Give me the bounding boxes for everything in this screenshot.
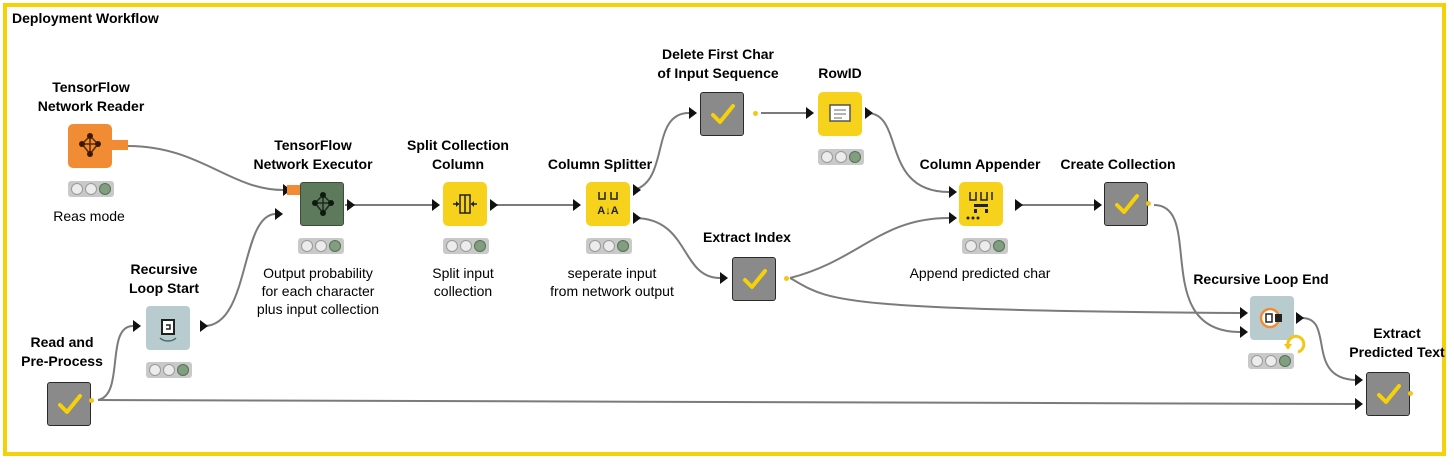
node-loop-end[interactable]	[1250, 296, 1294, 340]
node-desc-column-splitter: seperate input from network output	[550, 265, 674, 299]
node-title-column-splitter: Column Splitter	[547, 156, 653, 172]
node-desc-split-collection: Split input collection	[432, 265, 494, 299]
node-create-collection[interactable]	[1104, 182, 1148, 226]
column-splitter-icon: A↓A	[597, 192, 619, 217]
connection-splitter-extract[interactable]	[633, 217, 721, 279]
connection-extract-loopend[interactable]	[789, 277, 1241, 314]
model-port[interactable]	[112, 140, 128, 150]
node-title-loop-end: Recursive Loop End	[1193, 271, 1329, 287]
node-title-delete-first-char: Delete First Char of Input Sequence	[657, 46, 779, 81]
node-split-collection[interactable]	[443, 182, 487, 226]
port-indicator	[1146, 201, 1151, 206]
node-desc-tf-reader: Reas mode	[53, 208, 125, 224]
connection-read-loopstart[interactable]	[97, 325, 134, 401]
node-status-column-appender	[962, 238, 1008, 254]
checkmark-icon	[1115, 194, 1139, 214]
node-rowid[interactable]	[818, 92, 862, 136]
connection-create-loopend[interactable]	[1153, 204, 1241, 333]
port-indicator	[753, 111, 758, 116]
workflow-title: Deployment Workflow	[12, 10, 159, 26]
port-indicator	[89, 398, 94, 403]
node-title-rowid: RowID	[818, 65, 862, 81]
loop-end-icon	[1259, 307, 1282, 329]
connection-read-extracttext[interactable]	[97, 399, 1356, 405]
svg-text:A↓A: A↓A	[597, 205, 618, 217]
connection-reader-executor[interactable]	[127, 145, 284, 191]
node-desc-tf-executor: Output probability for each character pl…	[256, 265, 380, 317]
node-status-split-collection	[443, 238, 489, 254]
node-delete-first-char[interactable]	[700, 92, 744, 136]
connection-extract-appender[interactable]	[789, 217, 950, 279]
node-read-preprocess[interactable]	[47, 382, 91, 426]
checkmark-icon	[743, 269, 767, 289]
port-indicator	[1408, 391, 1413, 396]
port-indicator	[784, 276, 789, 281]
node-status-loop-start	[146, 362, 192, 378]
node-status-loop-end	[1248, 353, 1294, 369]
node-extract-text[interactable]	[1366, 372, 1410, 416]
node-tf-reader[interactable]	[68, 124, 112, 168]
node-title-extract-index: Extract Index	[703, 229, 791, 245]
node-title-column-appender: Column Appender	[919, 156, 1041, 172]
checkmark-icon	[58, 394, 82, 414]
model-port[interactable]	[287, 185, 300, 195]
node-title-tf-reader: TensorFlow Network Reader	[37, 79, 145, 114]
node-status-tf-reader	[68, 181, 114, 197]
node-status-tf-executor	[298, 238, 344, 254]
node-title-read-preprocess: Read and Pre-Process	[21, 334, 103, 369]
workflow-frame	[3, 3, 1446, 456]
node-extract-index[interactable]	[732, 257, 776, 301]
column-appender-icon	[966, 192, 993, 220]
node-column-splitter[interactable]: A↓A	[586, 182, 630, 226]
connection-rowid-appender[interactable]	[866, 112, 950, 193]
node-title-extract-text: Extract Predicted Text	[1349, 325, 1445, 360]
node-tf-executor[interactable]	[300, 182, 344, 226]
node-status-column-splitter	[586, 238, 632, 254]
network-icon	[312, 192, 334, 216]
checkmark-icon	[1377, 384, 1401, 404]
node-title-loop-start: Recursive Loop Start	[129, 261, 199, 296]
split-column-icon	[453, 194, 477, 214]
connection-loopstart-executor[interactable]	[203, 213, 276, 327]
node-title-split-collection: Split Collection Column	[407, 137, 509, 172]
connection-loopend-extracttext[interactable]	[1301, 317, 1356, 381]
node-status-rowid	[818, 149, 864, 165]
rowid-icon	[829, 104, 851, 122]
node-column-appender[interactable]	[959, 182, 1003, 226]
checkmark-icon	[711, 104, 735, 124]
node-loop-start[interactable]	[146, 306, 190, 350]
node-title-tf-executor: TensorFlow Network Executor	[253, 137, 373, 172]
node-title-create-collection: Create Collection	[1060, 156, 1176, 172]
node-desc-column-appender: Append predicted char	[909, 265, 1051, 281]
loop-start-icon	[159, 319, 177, 342]
connection-splitter-delete[interactable]	[633, 112, 690, 191]
network-icon	[79, 133, 101, 157]
loop-arrow-icon	[1284, 334, 1306, 354]
